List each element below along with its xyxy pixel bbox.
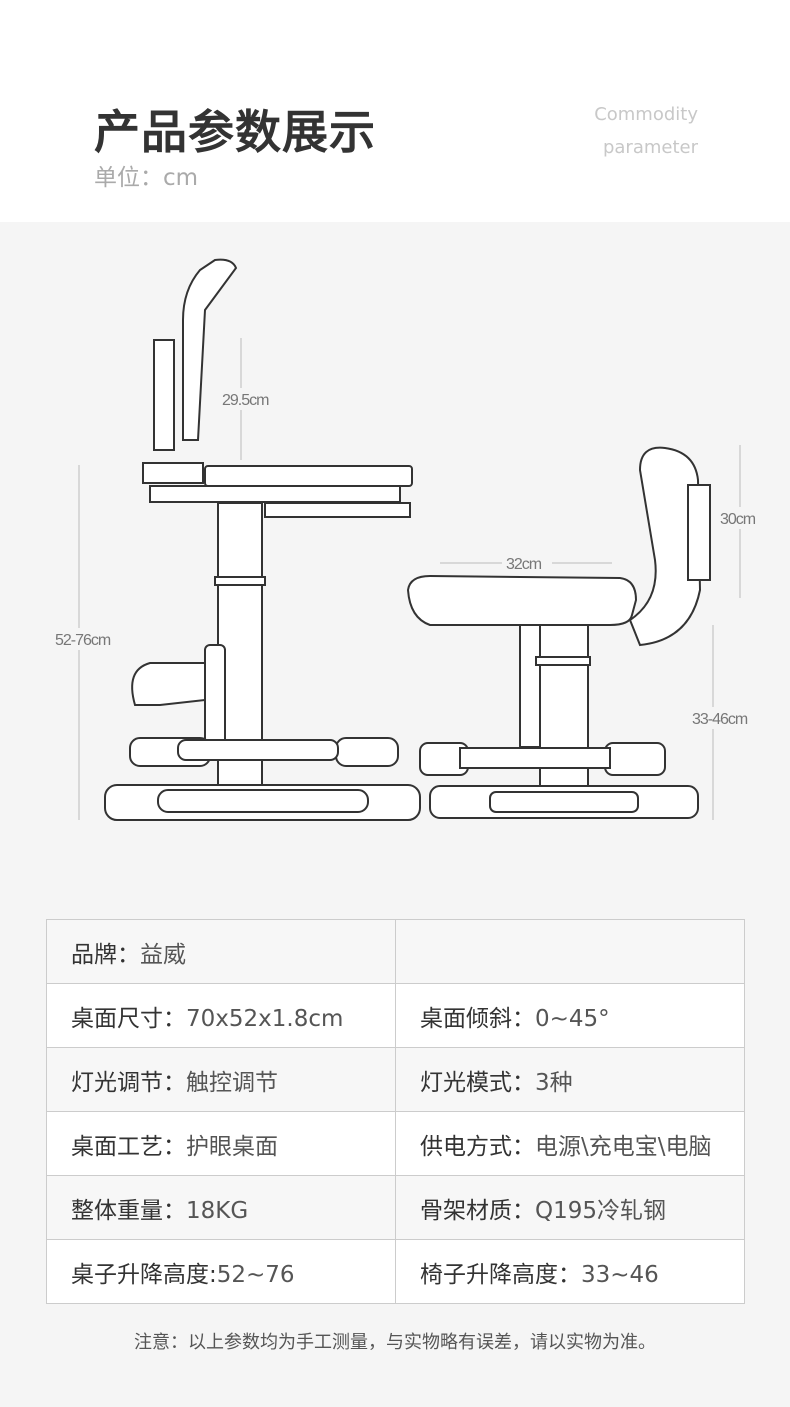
table-row: 整体重量：18KG 骨架材质：Q195冷轧钢	[46, 1175, 745, 1240]
table-cell: 桌面尺寸：70x52x1.8cm	[46, 983, 396, 1048]
desk-chair-illustration: 29.5cm 52-76cm 32cm 30cm 33-46cm	[52, 258, 766, 821]
english-subtitle-line1: Commodity	[594, 104, 698, 125]
table-cell: 桌面倾斜：0~45°	[395, 983, 745, 1048]
disclaimer-note: 注意：以上参数均为手工测量，与实物略有误差，请以实物为准。	[134, 1332, 656, 1353]
table-row: 品牌：益威	[46, 919, 745, 984]
table-cell: 骨架材质：Q195冷轧钢	[395, 1175, 745, 1240]
table-cell: 桌面工艺：护眼桌面	[46, 1111, 396, 1176]
table-cell: 桌子升降高度:52~76	[46, 1239, 396, 1304]
table-cell: 品牌：益威	[46, 919, 396, 984]
chair-height-label: 33-46cm	[692, 711, 748, 728]
table-cell: 供电方式：电源\充电宝\电脑	[395, 1111, 745, 1176]
table-cell: 整体重量：18KG	[46, 1175, 396, 1240]
page-title: 产品参数展示	[94, 105, 376, 159]
table-cell-empty	[395, 919, 745, 984]
chair-drawing	[406, 446, 711, 819]
table-row: 桌子升降高度:52~76 椅子升降高度：33~46	[46, 1239, 745, 1304]
english-subtitle-line2: parameter	[602, 137, 698, 158]
parameter-table: 品牌：益威 桌面尺寸：70x52x1.8cm 桌面倾斜：0~45° 灯光调节：触…	[46, 919, 745, 1304]
table-row: 桌面工艺：护眼桌面 供电方式：电源\充电宝\电脑	[46, 1111, 745, 1176]
unit-label: 单位：cm	[94, 165, 199, 191]
table-cell: 灯光模式：3种	[395, 1047, 745, 1112]
seat-width-label: 32cm	[506, 556, 542, 573]
lamp-height-label: 29.5cm	[222, 392, 269, 409]
desk-drawing	[104, 258, 421, 821]
header: 产品参数展示 单位：cm Commodity parameter	[0, 0, 790, 222]
table-cell: 椅子升降高度：33~46	[395, 1239, 745, 1304]
table-cell: 灯光调节：触控调节	[46, 1047, 396, 1112]
table-row: 灯光调节：触控调节 灯光模式：3种	[46, 1047, 745, 1112]
backrest-height-label: 30cm	[720, 511, 756, 528]
desk-height-label: 52-76cm	[55, 632, 111, 649]
table-row: 桌面尺寸：70x52x1.8cm 桌面倾斜：0~45°	[46, 983, 745, 1048]
